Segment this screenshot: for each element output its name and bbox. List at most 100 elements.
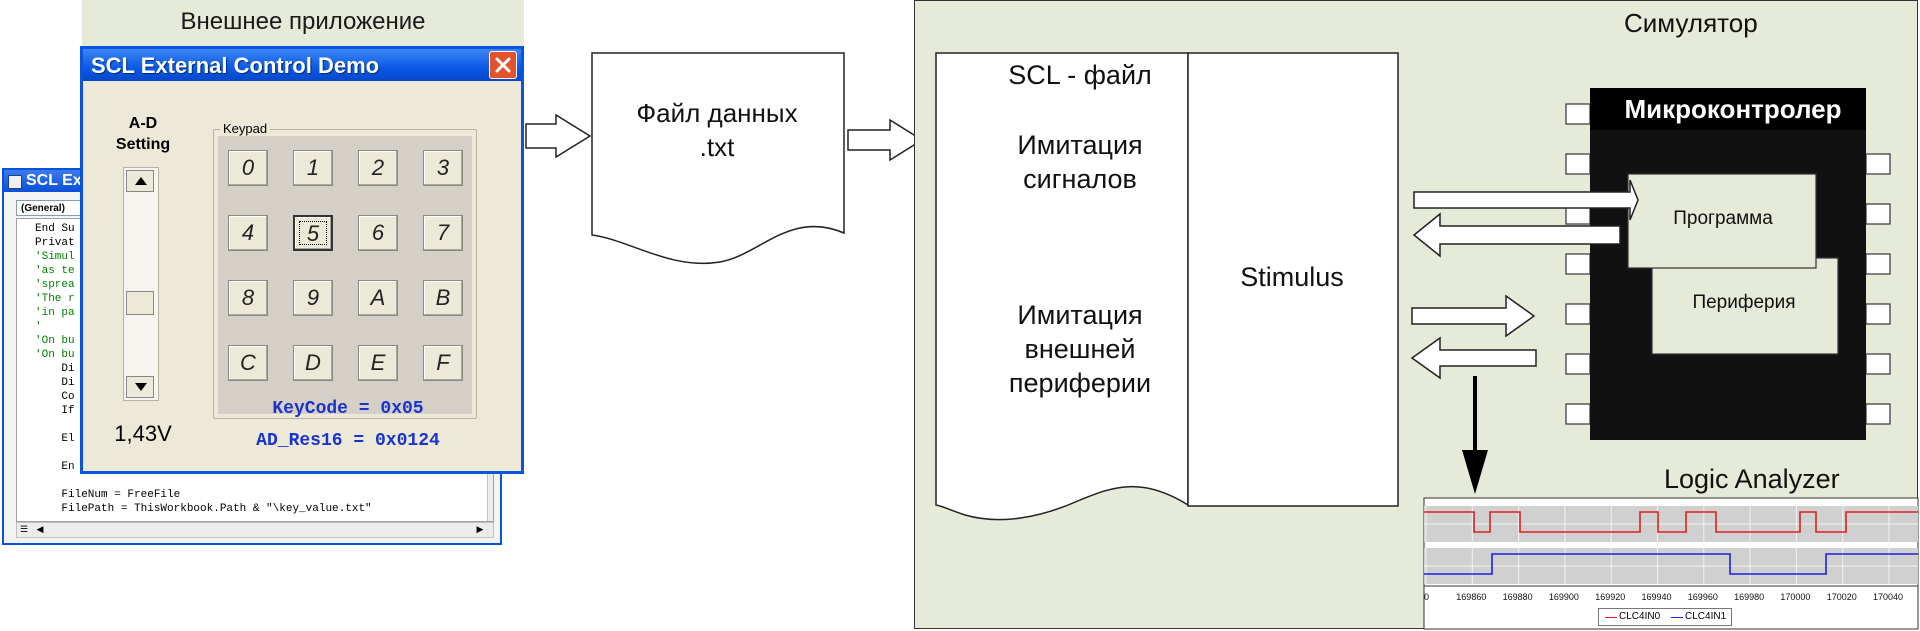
logic-analyzer-title: Logic Analyzer (1664, 464, 1840, 494)
code-line: 'On bu (35, 349, 75, 361)
keypad-key-6[interactable]: 6 (358, 215, 398, 251)
scroll-right-icon[interactable]: ▶ (476, 524, 484, 534)
ad-label-line1: A-D (128, 115, 158, 132)
keypad-key-e[interactable]: E (358, 345, 398, 381)
code-line: 'sprea (35, 279, 75, 291)
la-tick-label: 169860 (1456, 592, 1487, 602)
code-line: 'in pa (35, 307, 75, 319)
legend-swatch (1605, 617, 1617, 618)
la-tick-label: 170020 (1826, 592, 1857, 602)
keypad-key-f[interactable]: F (423, 345, 463, 381)
keypad-label: Keypad (220, 121, 271, 136)
ad-voltage-value: 1,43V (114, 421, 172, 446)
code-horizontal-scrollbar[interactable]: ☰ ◀ ▶ (16, 522, 494, 538)
la-trace-clc4in1 (1424, 553, 1918, 575)
ad-setting-label: A-D Setting (103, 113, 183, 155)
signal-imitation-line1: Имитация (1017, 130, 1143, 160)
keypad-key-d[interactable]: D (293, 345, 333, 381)
signal-imitation-label: Имитация сигналов (960, 128, 1200, 196)
keypad-key-3[interactable]: 3 (423, 150, 463, 186)
la-grid-vertical (1425, 506, 1890, 584)
legend-entry: CLC4IN0 (1619, 611, 1661, 622)
slider-up-button[interactable] (126, 170, 154, 192)
vba-window-icon (8, 175, 22, 189)
keypad-key-4[interactable]: 4 (228, 215, 268, 251)
stimulus-label: Stimulus (1240, 262, 1344, 292)
code-line: If (35, 405, 75, 417)
code-line: 'as te (35, 265, 75, 277)
slider-down-button[interactable] (126, 376, 154, 398)
la-tick-label: 170000 (1780, 592, 1811, 602)
external-app-caption-panel (82, 0, 524, 48)
arrow-down-icon (135, 383, 147, 391)
keypad-key-1[interactable]: 1 (293, 150, 333, 186)
scl-file-title: SCL - файл (1008, 60, 1152, 90)
code-line: 'Simul (35, 251, 75, 263)
mcu-title-band (1590, 88, 1866, 130)
program-box (1627, 173, 1817, 269)
keypad-key-7[interactable]: 7 (423, 215, 463, 251)
la-tick-label: 170040 (1873, 592, 1904, 602)
arrow-to-program (1413, 179, 1639, 221)
peripheral-imitation-line3: периферии (1008, 368, 1152, 398)
code-window-title: SCL Ex (26, 172, 82, 189)
code-line: Di (35, 363, 75, 375)
data-file-label: Файл данных .txt (592, 96, 842, 164)
la-tick-label: 0 (1424, 592, 1430, 602)
code-line: End Su (35, 223, 75, 235)
code-line: Privat (35, 237, 75, 249)
slider-thumb[interactable] (126, 290, 154, 315)
peripheral-box (1651, 257, 1839, 355)
code-line: En (35, 461, 75, 473)
la-tick-label: 169880 (1502, 592, 1533, 602)
arrow-app-to-file (525, 113, 592, 159)
arrow-to-peripheral (1411, 294, 1536, 338)
keypad-key-5[interactable]: 5 (293, 215, 333, 251)
la-tick-label: 169980 (1734, 592, 1765, 602)
code-line: Di (35, 377, 75, 389)
ad-setting-slider[interactable] (123, 167, 159, 401)
code-line: FileNum = FreeFile (35, 489, 181, 501)
data-file-line2: .txt (699, 132, 735, 162)
la-tick-label: 169900 (1548, 592, 1579, 602)
keypad-key-b[interactable]: B (423, 280, 463, 316)
keypad-key-a[interactable]: A (358, 280, 398, 316)
peripheral-imitation-line1: Имитация (1017, 300, 1143, 330)
scroll-left-icon[interactable]: ◀ (36, 524, 44, 534)
keypad-key-0[interactable]: 0 (228, 150, 268, 186)
la-legend: CLC4IN0 CLC4IN1 (1598, 608, 1732, 626)
data-file-document (591, 52, 845, 264)
legend-entry: CLC4IN1 (1685, 611, 1727, 622)
demo-window-title: SCL External Control Demo (91, 53, 380, 78)
close-button[interactable] (489, 51, 517, 79)
stimulus-box (1187, 52, 1399, 507)
close-icon (495, 57, 511, 73)
code-line: 'On bu (35, 335, 75, 347)
demo-window-titlebar[interactable] (83, 49, 521, 81)
keypad-key-c[interactable]: C (228, 345, 268, 381)
arrow-from-peripheral (1410, 336, 1537, 380)
code-line: FilePath = ThisWorkbook.Path & "\key_val… (35, 503, 372, 515)
data-file-line1: Файл данных (636, 98, 798, 128)
la-trace-clc4in0 (1424, 511, 1918, 533)
keypad-key-8[interactable]: 8 (228, 280, 268, 316)
arrow-up-icon (135, 177, 147, 185)
scroll-down-icon[interactable]: ▼ (489, 506, 493, 520)
la-tick-label: 169960 (1687, 592, 1718, 602)
peripheral-imitation-line2: внешней (1024, 334, 1136, 364)
arrow-from-program (1412, 212, 1621, 258)
code-line: 'The r (35, 293, 75, 305)
keypad-key-2[interactable]: 2 (358, 150, 398, 186)
ad-result-readout: AD_Res16 = 0x0124 (256, 431, 440, 451)
program-label: Программа (1673, 208, 1773, 229)
external-control-demo-window: SCL External Control Demo A-D Setting 1,… (80, 46, 524, 474)
code-line: ' (35, 321, 42, 333)
mcu-title: Микроконтролер (1624, 94, 1842, 124)
scl-file-document (935, 52, 1189, 521)
keypad-key-9[interactable]: 9 (293, 280, 333, 316)
la-grid (1424, 523, 1918, 567)
simulator-title: Симулятор (1624, 8, 1758, 38)
legend-swatch (1671, 617, 1683, 618)
